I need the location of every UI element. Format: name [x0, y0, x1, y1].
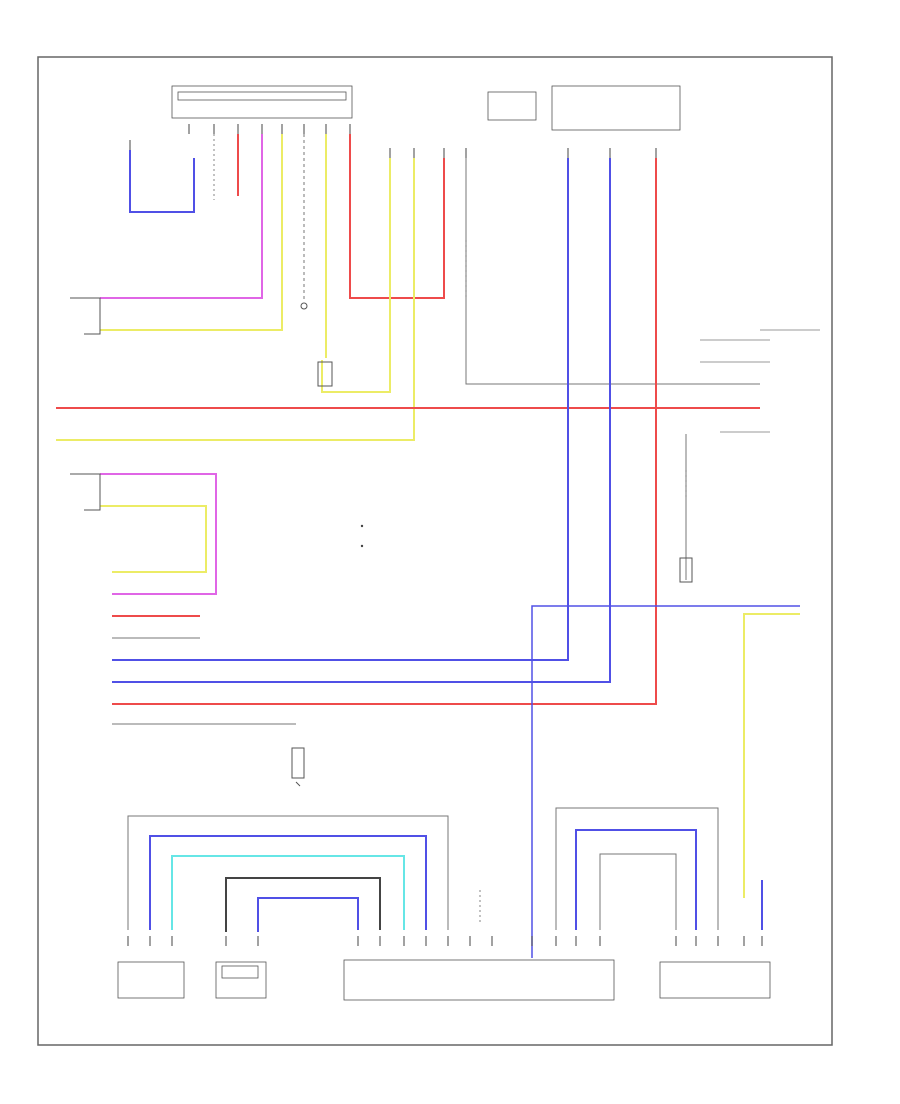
bottom-mid-sensor-box	[215, 961, 267, 999]
wire-blue-long-1	[112, 158, 569, 661]
wire-cyan-bottom	[171, 855, 405, 930]
wire-yellow-long	[56, 158, 415, 441]
wire-red-loop	[349, 134, 445, 299]
top-connector-bar	[171, 85, 353, 119]
wire-pink-top	[100, 134, 263, 299]
bottom-controller-box	[343, 959, 615, 1001]
sensor-symbol-left-mid	[70, 473, 101, 511]
bottom-pin-row	[127, 936, 763, 946]
right-connector-pins	[700, 329, 820, 433]
wire-pink-mid	[100, 473, 217, 595]
wire-red-long	[112, 158, 657, 705]
wire-yellow-right	[743, 613, 800, 898]
connector-symbol-mid	[300, 302, 333, 387]
diagram-frame	[37, 56, 833, 1046]
wire-yellow-down	[321, 158, 391, 393]
wire-blue-right	[531, 605, 800, 958]
wire-blue-bottom-1	[149, 835, 427, 930]
wire-blue-bottom-3	[575, 829, 697, 930]
legend-bullets	[360, 524, 364, 548]
wire-blue-long-2	[112, 158, 611, 683]
wire-blue-bottom-2	[257, 897, 359, 932]
dashed-leaders	[213, 134, 687, 922]
left-connector-label-box	[487, 91, 537, 121]
top-right-connector	[551, 85, 681, 131]
bottom-mid-inner-box	[221, 965, 259, 979]
wire-gray-right	[465, 158, 760, 385]
sensor-symbol-left-top	[70, 297, 101, 335]
wire-dark-bottom	[225, 877, 381, 932]
wire-gray-bottom-inner	[599, 853, 677, 930]
ground-symbol-right	[679, 557, 693, 583]
wire-gray-bottom-outer	[127, 815, 449, 930]
wire-yellow-top	[100, 134, 283, 331]
wire-blue-left-loop	[129, 150, 195, 213]
ground-symbol-center	[291, 747, 305, 787]
wire-gray-bottom-right	[555, 807, 719, 930]
wire-yellow-mid-2	[100, 505, 207, 573]
bottom-left-sensor-box	[117, 961, 185, 999]
top-pin-row	[129, 124, 657, 158]
bottom-right-sensor-box	[659, 961, 771, 999]
